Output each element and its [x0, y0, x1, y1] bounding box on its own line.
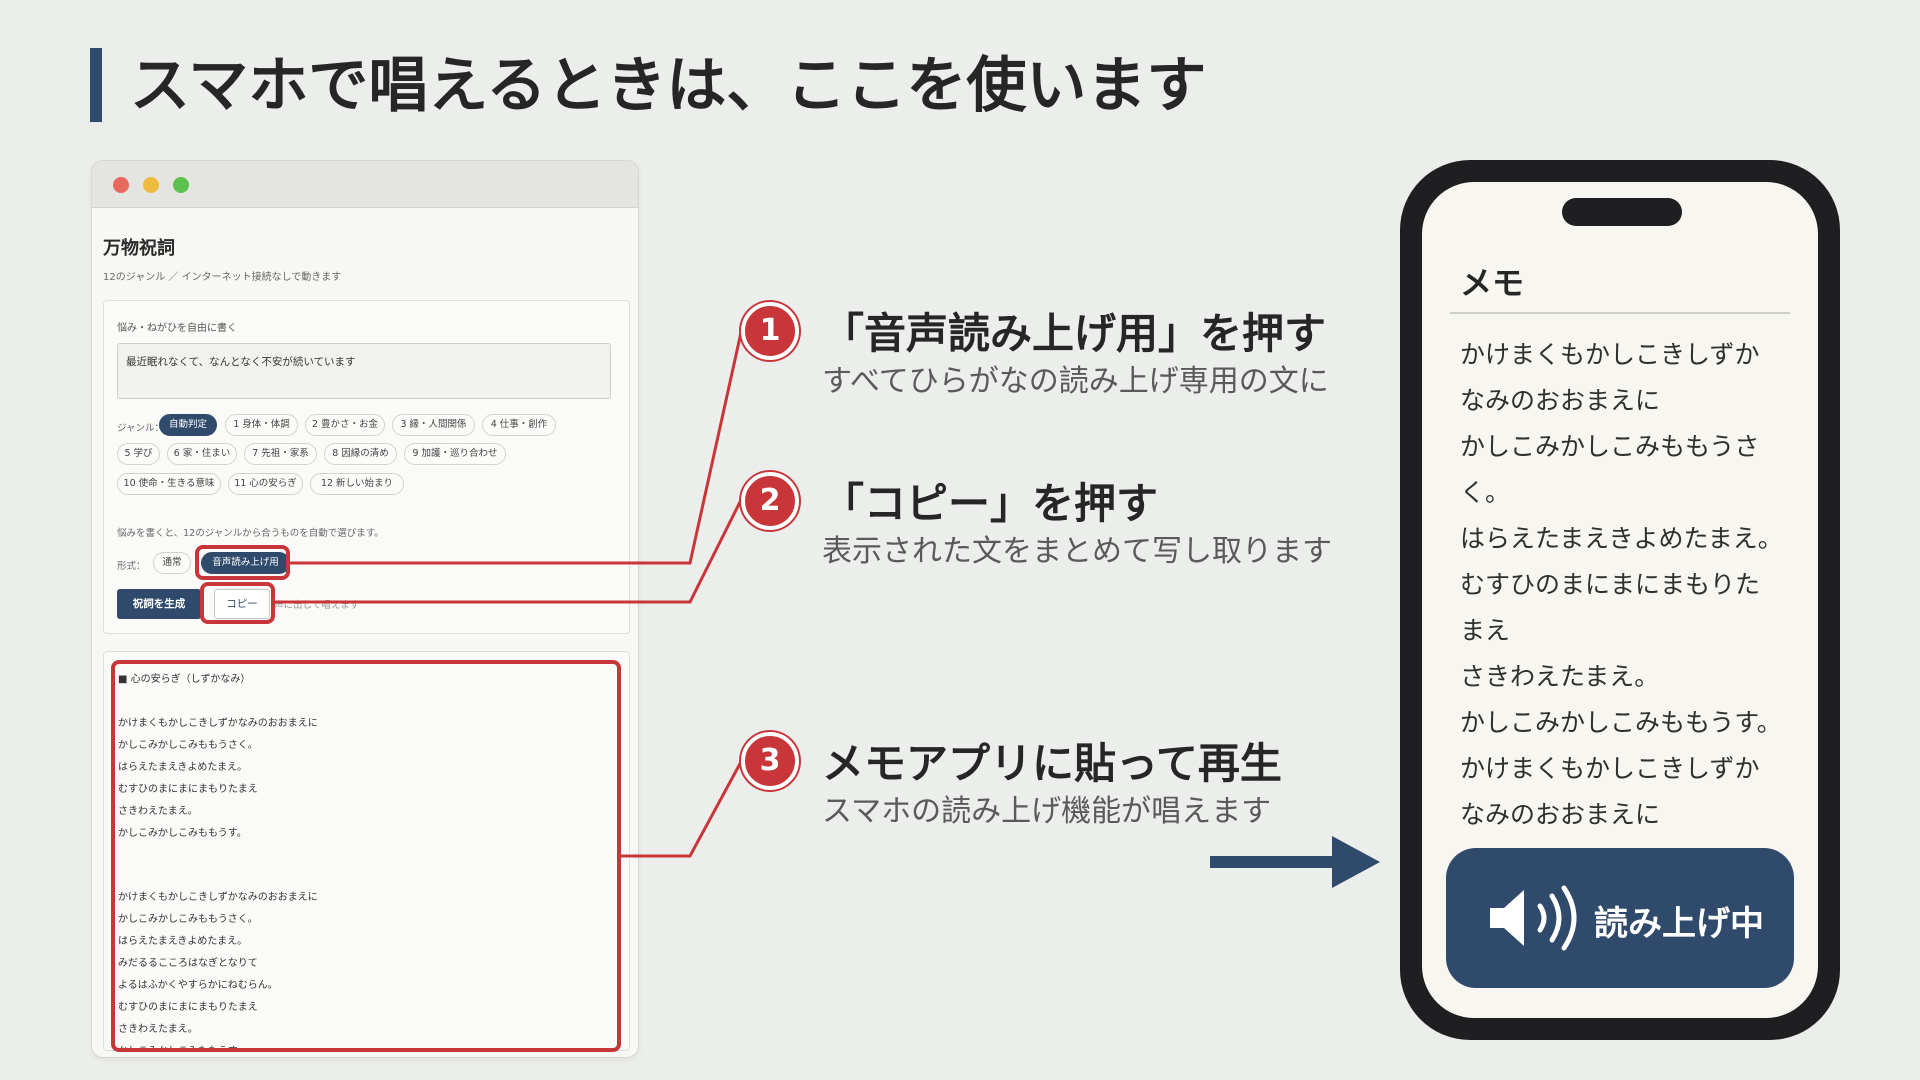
- memo-title: メモ: [1460, 264, 1525, 302]
- phone-screen: メモ かけまくもかしこきしずか なみのおおまえに かしこみかしこみももうさ く。…: [1422, 182, 1818, 1018]
- step-2-title: 「コピー」を押す: [822, 479, 1159, 528]
- hint-text: 声に出して唱えます: [274, 600, 360, 611]
- genre-chip[interactable]: 9 加護・巡り合わせ: [404, 443, 506, 465]
- genre-label: ジャンル：: [117, 423, 165, 434]
- memo-line: さきわえたまえ。: [1460, 662, 1660, 691]
- result-line: むすひのまにまにまもりたまえ: [118, 1002, 258, 1013]
- result-line: かしこみかしこみももうさく。: [118, 740, 258, 751]
- memo-line: はらえたまえきよめたまえ。: [1460, 524, 1783, 553]
- step-1-badge: 1: [741, 302, 799, 360]
- result-line: さきわえたまえ。: [118, 806, 198, 817]
- memo-text[interactable]: かけまくもかしこきしずか なみのおおまえに かしこみかしこみももうさ く。 はら…: [1460, 332, 1800, 852]
- memo-line: なみのおおまえに: [1460, 800, 1661, 829]
- result-line: かけまくもかしこきしずかなみのおおまえに: [118, 718, 318, 729]
- genre-chip[interactable]: 6 家・住まい: [167, 443, 237, 465]
- genre-chip[interactable]: 2 豊かさ・お金: [305, 414, 385, 436]
- memo-line: まえ: [1460, 616, 1511, 645]
- result-line: さきわえたまえ。: [118, 1024, 198, 1035]
- genre-chip-auto[interactable]: 自動判定: [159, 414, 217, 436]
- genre-chip[interactable]: 5 学び: [117, 443, 160, 465]
- step-2-badge: 2: [741, 472, 799, 530]
- memo-divider: [1450, 312, 1790, 314]
- step-3-title: メモアプリに貼って再生: [822, 739, 1282, 788]
- page-title: スマホで唱えるときは、ここを使います: [130, 51, 1207, 121]
- format-label: 形式：: [117, 561, 146, 572]
- memo-line: かしこみかしこみももうす。: [1460, 708, 1782, 737]
- step-3-desc: スマホの読み上げ機能が唱えます: [822, 794, 1272, 829]
- result-line: かしこみかしこみももうさく。: [118, 914, 258, 925]
- worry-textarea[interactable]: 最近眠れなくて、なんとなく不安が続いています: [117, 343, 611, 399]
- result-line: はらえたまえきよめたまえ。: [118, 762, 248, 773]
- form-card: 悩み・ねがひを自由に書く 最近眠れなくて、なんとなく不安が続いています ジャンル…: [103, 300, 630, 634]
- maximize-window-dot[interactable]: [173, 177, 189, 193]
- genre-chip[interactable]: 1 身体・体調: [225, 414, 298, 436]
- result-line: かけまくもかしこきしずかなみのおおまえに: [118, 892, 318, 903]
- memo-line: なみのおおまえに: [1460, 386, 1661, 415]
- memo-line: かしこみかしこみももうさ: [1460, 432, 1760, 461]
- play-label: 読み上げ中: [1594, 904, 1764, 944]
- connector-step-3: [621, 759, 744, 858]
- genre-chip[interactable]: 7 先祖・家系: [244, 443, 317, 465]
- step-3-badge: 3: [741, 732, 799, 790]
- minimize-window-dot[interactable]: [143, 177, 159, 193]
- result-card: ■ 心の安らぎ（しずかなみ） かけまくもかしこきしずかなみのおおまえに かしこみ…: [103, 651, 630, 1051]
- phone-mockup: メモ かけまくもかしこきしずか なみのおおまえに かしこみかしこみももうさ く。…: [1400, 160, 1840, 1040]
- highlight-result: [111, 660, 621, 1052]
- memo-line: く。: [1460, 478, 1511, 507]
- genre-chip[interactable]: 11 心の安らぎ: [228, 473, 303, 495]
- app-subtitle: 12のジャンル ／ インターネット接続なしで動きます: [103, 272, 342, 283]
- memo-line: かけまくもかしこきしずか: [1460, 754, 1760, 783]
- title-accent-bar: [90, 48, 102, 122]
- genre-chip[interactable]: 4 仕事・創作: [482, 414, 556, 436]
- app-title: 万物祝詞: [103, 238, 175, 259]
- step-1-title: 「音声読み上げ用」を押す: [822, 309, 1327, 358]
- memo-line: かけまくもかしこきしずか: [1460, 340, 1760, 369]
- step-1-desc: すべてひらがなの読み上げ専用の文に: [822, 364, 1329, 399]
- highlight-read-aloud: [195, 545, 290, 580]
- result-line: かしこみかしこみももうす。: [118, 828, 247, 839]
- genre-chip[interactable]: 10 使命・生きる意味: [117, 473, 221, 495]
- auto-select-note: 悩みを書くと、12のジャンルから合うものを自動で選びます。: [117, 528, 384, 539]
- phone-notch: [1562, 198, 1682, 226]
- worry-label: 悩み・ねがひを自由に書く: [117, 323, 237, 334]
- format-normal-button[interactable]: 通常: [153, 552, 191, 574]
- genre-chip[interactable]: 3 縁・人間関係: [392, 414, 475, 436]
- result-line: はらえたまえきよめたまえ。: [118, 936, 248, 947]
- result-line: みだるるこころはなぎとなりて: [118, 958, 258, 969]
- copy-button[interactable]: コピー: [214, 589, 270, 619]
- browser-chrome: [92, 161, 638, 208]
- speaker-icon: [1490, 885, 1577, 951]
- genre-chip[interactable]: 12 新しい始まり: [310, 473, 404, 495]
- step-2-desc: 表示された文をまとめて写し取ります: [822, 534, 1332, 569]
- memo-line: むすひのまにまにまもりた: [1460, 570, 1761, 599]
- result-line: よるはふかくやすらかにねむらん。: [118, 980, 278, 991]
- read-aloud-playing-button[interactable]: 読み上げ中: [1446, 848, 1794, 988]
- highlight-copy: [200, 582, 275, 624]
- close-window-dot[interactable]: [113, 177, 129, 193]
- result-heading: ■ 心の安らぎ（しずかなみ）: [118, 674, 251, 685]
- generate-button[interactable]: 祝詞を生成: [117, 589, 201, 619]
- result-line: むすひのまにまにまもりたまえ: [118, 784, 258, 795]
- genre-chip[interactable]: 8 因縁の清め: [324, 443, 397, 465]
